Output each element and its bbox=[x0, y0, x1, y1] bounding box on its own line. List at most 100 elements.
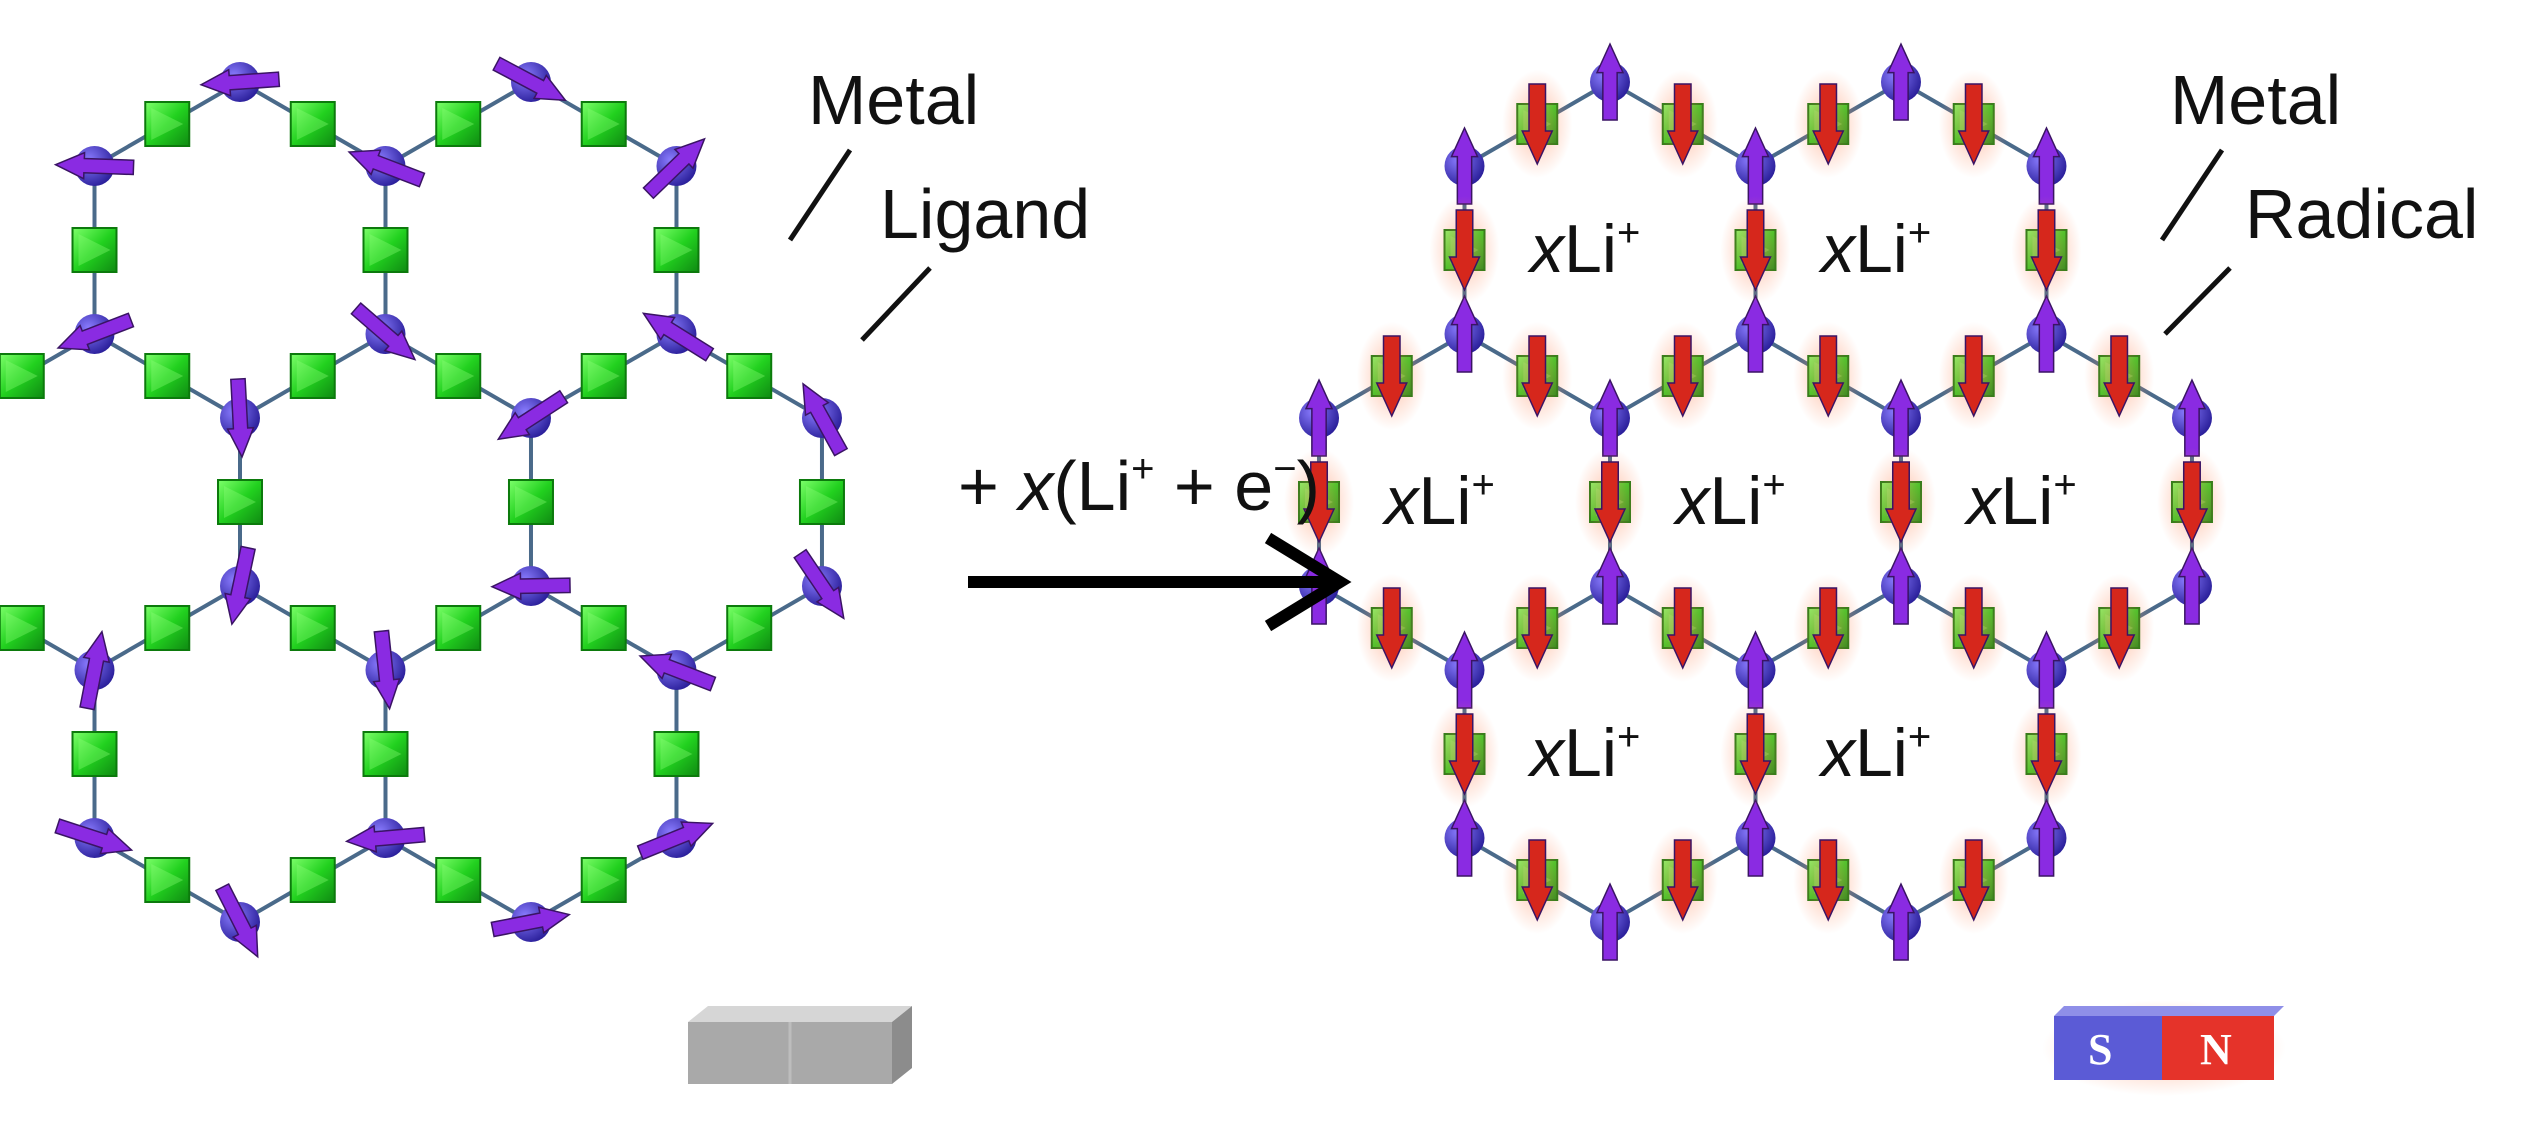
radical-arrow-down bbox=[1793, 70, 1864, 178]
pore-label: xLi+ bbox=[1672, 463, 1785, 539]
ligand-cube bbox=[435, 605, 482, 651]
spin-arrow-up bbox=[1886, 882, 1916, 961]
right-radical-callout: Radical bbox=[2163, 175, 2478, 336]
spin-arrow-up bbox=[1450, 294, 1479, 373]
magnet-icon: S N bbox=[2042, 1000, 2286, 1096]
spin-arrow bbox=[802, 382, 849, 457]
left-label-metal: Metal bbox=[808, 61, 979, 139]
ligand-cube bbox=[289, 353, 336, 399]
radical-arrow-down bbox=[1356, 574, 1427, 682]
spin-arrow bbox=[226, 377, 255, 459]
radical-arrow-down bbox=[1502, 826, 1573, 934]
ligand-cube bbox=[580, 353, 627, 399]
spin-arrow bbox=[79, 629, 111, 711]
radical-arrow-down bbox=[1793, 826, 1864, 934]
spin-arrow bbox=[344, 824, 426, 853]
ligand-cube bbox=[580, 101, 627, 147]
spin-arrow-up bbox=[1741, 294, 1770, 373]
radical-arrow-down bbox=[1647, 70, 1718, 178]
spin-arrow-up bbox=[2177, 378, 2207, 457]
spin-arrow-up bbox=[1450, 126, 1479, 205]
spin-arrow-up bbox=[1595, 42, 1625, 121]
spin-arrow-up bbox=[1741, 630, 1770, 709]
spin-arrow bbox=[56, 312, 135, 351]
ligand-cube bbox=[362, 731, 409, 777]
right-label-metal: Metal bbox=[2170, 61, 2341, 139]
spin-arrow-up bbox=[1886, 378, 1916, 457]
radical-arrow-down bbox=[1938, 322, 2009, 430]
pore-labels: xLi+xLi+xLi+xLi+xLi+xLi+xLi+ bbox=[1382, 211, 2077, 791]
radical-arrow-down bbox=[1429, 196, 1500, 304]
left-label-ligand: Ligand bbox=[880, 175, 1090, 253]
radical-arrow-down bbox=[1720, 196, 1791, 304]
gray-bar-icon bbox=[688, 1006, 912, 1084]
spin-arrow bbox=[350, 301, 417, 361]
radical-arrow-down bbox=[1356, 322, 1427, 430]
right-framework bbox=[1284, 42, 2227, 961]
reaction-arrow bbox=[968, 532, 1352, 632]
radical-arrow-down bbox=[1865, 448, 1936, 556]
spin-arrow-up bbox=[2032, 126, 2061, 205]
ligand-cube bbox=[71, 227, 118, 273]
radical-arrow-down bbox=[2011, 700, 2082, 808]
spin-arrow-up bbox=[2032, 294, 2061, 373]
spin-arrow bbox=[642, 137, 706, 200]
ligand-cube bbox=[435, 857, 482, 903]
radical-arrow-down bbox=[1938, 70, 2009, 178]
radical-arrow-down bbox=[1793, 322, 1864, 430]
spin-arrow bbox=[372, 629, 401, 711]
radical-arrow-down bbox=[2011, 196, 2082, 304]
spin-arrow-up bbox=[1595, 882, 1625, 961]
radical-arrow-down bbox=[1938, 826, 2009, 934]
ligand-cube bbox=[144, 353, 191, 399]
ligand-cube bbox=[71, 731, 118, 777]
radical-arrow-down bbox=[1575, 448, 1645, 556]
right-nodes bbox=[1284, 42, 2227, 961]
radical-arrow-down bbox=[1502, 574, 1573, 682]
ligand-cube bbox=[144, 101, 191, 147]
spin-arrow bbox=[793, 548, 845, 620]
spin-arrow-up bbox=[1450, 798, 1479, 877]
spin-arrow bbox=[496, 389, 569, 441]
ligand-cube bbox=[798, 479, 845, 525]
spin-arrow bbox=[347, 149, 426, 188]
right-label-radical: Radical bbox=[2245, 175, 2478, 253]
spin-arrow bbox=[492, 56, 568, 102]
ligand-cube bbox=[0, 605, 45, 651]
spin-arrow bbox=[54, 818, 134, 855]
ligand-cube bbox=[217, 479, 263, 525]
ligand-cube bbox=[580, 857, 627, 903]
spin-arrow-up bbox=[1595, 546, 1625, 625]
right-metal-callout: Metal bbox=[2159, 61, 2341, 242]
spin-arrow-up bbox=[1595, 378, 1625, 457]
ligand-cube bbox=[289, 101, 336, 147]
radical-arrow-down bbox=[1720, 700, 1791, 808]
spin-arrow bbox=[641, 312, 715, 362]
left-nodes bbox=[0, 56, 849, 959]
ligand-cube bbox=[362, 227, 409, 273]
radical-arrow-down bbox=[2084, 574, 2155, 682]
spin-arrow-up bbox=[2032, 630, 2061, 709]
spin-arrow bbox=[224, 545, 256, 626]
left-metal-callout: Metal bbox=[787, 61, 979, 242]
magnet-s-label: S bbox=[2088, 1025, 2112, 1074]
spin-arrow-up bbox=[1886, 546, 1916, 625]
radical-arrow-down bbox=[1647, 574, 1718, 682]
pore-label: xLi+ bbox=[1382, 463, 1495, 539]
spin-arrow-up bbox=[1304, 378, 1334, 457]
spin-arrow-up bbox=[1886, 42, 1916, 121]
radical-arrow-down bbox=[2084, 322, 2155, 430]
pore-label: xLi+ bbox=[1818, 211, 1931, 287]
spin-arrow bbox=[199, 68, 281, 97]
ligand-cube bbox=[653, 227, 700, 273]
spin-arrow bbox=[636, 821, 715, 861]
spin-arrow bbox=[490, 572, 571, 601]
spin-arrow bbox=[638, 653, 717, 692]
spin-arrow-up bbox=[2032, 798, 2061, 877]
ligand-cube bbox=[726, 353, 773, 399]
spin-arrow bbox=[214, 882, 259, 959]
ligand-cube bbox=[726, 605, 773, 651]
pore-label: xLi+ bbox=[1527, 715, 1640, 791]
radical-arrow-down bbox=[1793, 574, 1864, 682]
